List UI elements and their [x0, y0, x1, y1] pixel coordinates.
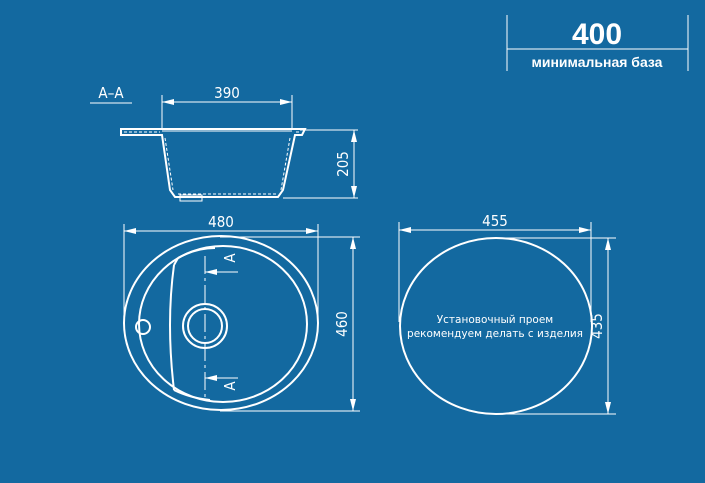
min-base-value: 400: [572, 18, 622, 51]
top-view: 480 460 A A: [123, 213, 360, 412]
min-base-label: минимальная база: [532, 54, 663, 70]
section-mark-bottom: A: [221, 381, 239, 391]
section-mark-top: A: [221, 253, 239, 263]
min-base-block: 400 минимальная база: [506, 15, 689, 71]
top-width-label: 480: [208, 213, 234, 231]
section-depth-label: 205: [334, 151, 352, 177]
cutout-note-line1: Установочный проем: [437, 314, 553, 326]
cutout-note-line2: рекомендуем делать с изделия: [407, 328, 583, 340]
cutout-view: 455 435 Установочный проем рекомендуем д…: [398, 212, 616, 415]
section-label: A–A: [98, 84, 124, 102]
section-view: A–A 390 205: [90, 84, 358, 202]
top-height-label: 460: [333, 311, 351, 337]
tap-hole: [135, 319, 151, 335]
section-width-label: 390: [214, 84, 240, 102]
cutout-width-label: 455: [482, 212, 508, 230]
